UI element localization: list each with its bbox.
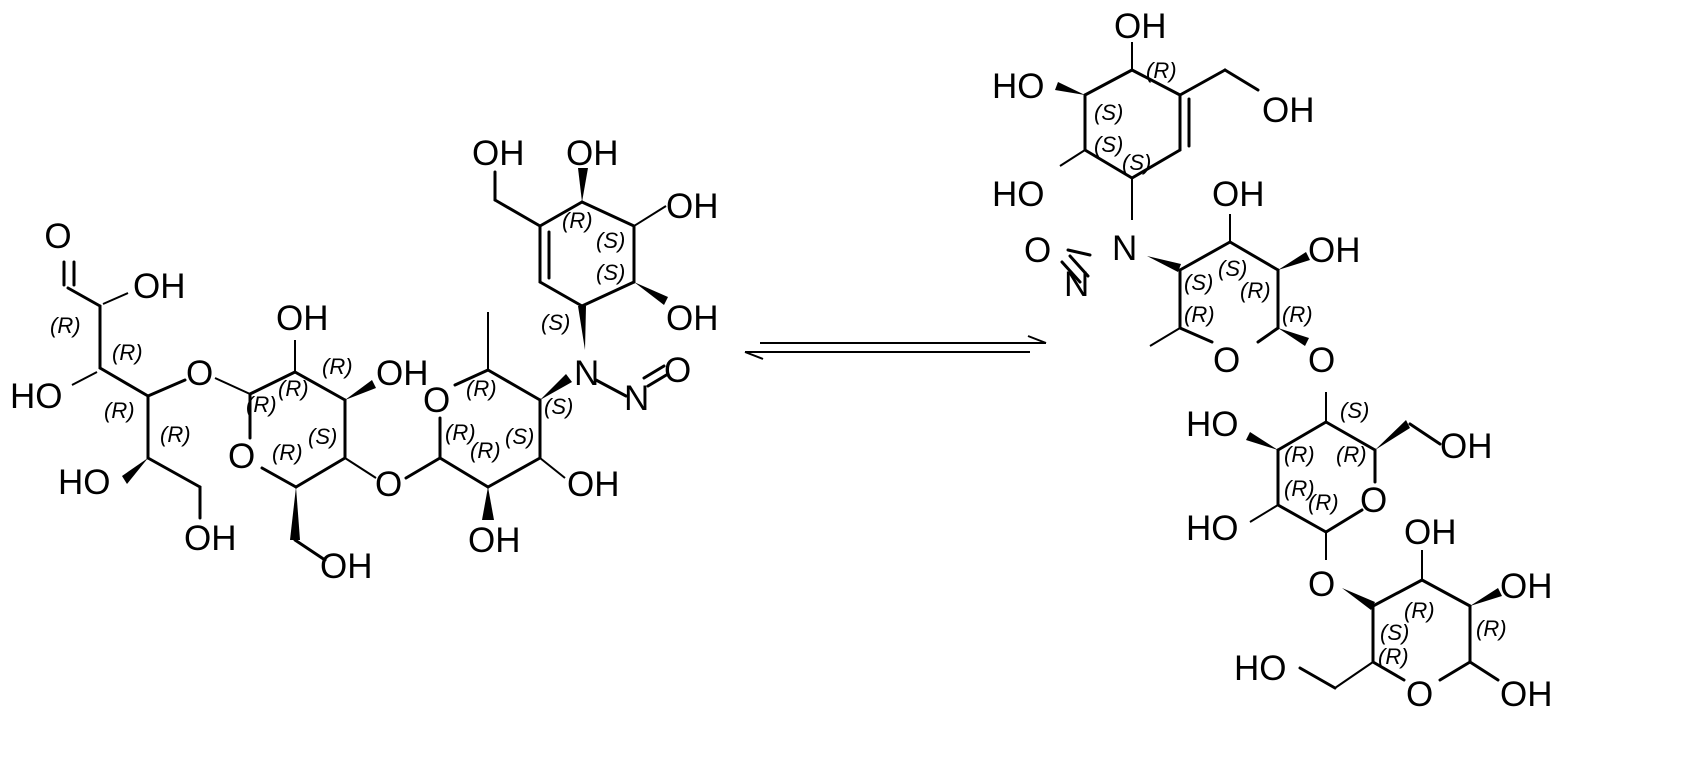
right-stereo-15: (R)	[1404, 598, 1435, 623]
right-nitroso	[1060, 248, 1181, 284]
left-oh-7-label: OH	[320, 547, 373, 586]
left-stereo-17: (S)	[596, 260, 625, 285]
left-oh-11-label: OH	[566, 134, 619, 173]
right-oh-f-label: OH	[1308, 231, 1361, 270]
left-stereo-16: (S)	[596, 228, 625, 253]
left-stereo-1: (R)	[50, 313, 81, 338]
left-nitroso	[594, 364, 670, 398]
right-stereo-12: (R)	[1336, 442, 1367, 467]
right-oh-i-label: HO	[1186, 509, 1239, 548]
left-oh-4-label: OH	[184, 519, 237, 558]
right-stereo-5: (S)	[1184, 270, 1213, 295]
right-oh-m-label: OH	[1500, 675, 1553, 714]
right-oh-l-label: HO	[1234, 649, 1287, 688]
left-stereo-6: (R)	[278, 376, 309, 401]
left-stereo-8: (S)	[308, 424, 337, 449]
right-ring-o-2-label: O	[1360, 481, 1387, 520]
left-stereo-18: (S)	[541, 310, 570, 335]
right-o-link-1-label: O	[1308, 341, 1335, 380]
right-nitroso-o-label: O	[1024, 231, 1051, 270]
right-oh-h-label: OH	[1440, 427, 1493, 466]
left-nitroso-o-label: O	[664, 351, 691, 390]
right-oh-b-label: HO	[992, 67, 1045, 106]
right-stereo-2: (S)	[1094, 100, 1123, 125]
right-n2-label: N	[1064, 265, 1089, 304]
right-pyranose-3	[1298, 550, 1502, 690]
right-pyranose-2	[1246, 392, 1442, 560]
left-n2-label: N	[624, 379, 649, 418]
left-ring-o-2-label: O	[423, 381, 450, 420]
left-oh-10-label: OH	[472, 134, 525, 173]
left-cyclohexene	[493, 168, 668, 350]
right-stereo-17: (R)	[1476, 616, 1507, 641]
left-oh-8-label: OH	[567, 465, 620, 504]
left-oh-13-label: OH	[666, 299, 719, 338]
right-stereo-1: (R)	[1146, 58, 1177, 83]
right-oh-a-label: OH	[1114, 7, 1167, 46]
left-stereo-7: (R)	[322, 354, 353, 379]
right-stereo-4: (S)	[1122, 150, 1151, 175]
right-stereo-14: (R)	[1308, 490, 1339, 515]
right-n-label: N	[1112, 229, 1137, 268]
left-stereo-4: (R)	[160, 422, 191, 447]
left-oh-1-label: OH	[133, 267, 186, 306]
right-stereo-11: (R)	[1284, 442, 1315, 467]
left-stereo-11: (R)	[445, 420, 476, 445]
right-stereo-3: (S)	[1094, 132, 1123, 157]
left-stereo-9: (R)	[272, 440, 303, 465]
right-oh-k-label: OH	[1500, 567, 1553, 606]
left-molecule	[62, 168, 670, 562]
right-stereo-6: (S)	[1218, 256, 1247, 281]
left-oh-3-label: HO	[58, 463, 111, 502]
left-stereo-10: (R)	[466, 376, 497, 401]
right-stereo-18: (R)	[1378, 644, 1409, 669]
right-ring-o-1-label: O	[1213, 341, 1240, 380]
left-o-link-1-label: O	[186, 354, 213, 393]
left-oh-5-label: OH	[276, 299, 329, 338]
right-oh-d-label: HO	[992, 175, 1045, 214]
left-ring-o-1-label: O	[228, 437, 255, 476]
right-stereo-9: (R)	[1282, 302, 1313, 327]
left-oh-12-label: OH	[666, 187, 719, 226]
left-stereo-5: (R)	[246, 392, 277, 417]
equilibrium-arrow	[744, 335, 1047, 360]
left-stereo-3: (R)	[104, 398, 135, 423]
right-oh-j-label: OH	[1404, 513, 1457, 552]
left-stereo-15: (R)	[562, 208, 593, 233]
right-oh-g-label: HO	[1186, 405, 1239, 444]
right-stereo-7: (R)	[1240, 278, 1271, 303]
left-o-link-2-label: O	[375, 465, 402, 504]
right-molecule	[1055, 42, 1502, 690]
left-stereo-14: (S)	[544, 394, 573, 419]
left-stereo-2: (R)	[112, 340, 143, 365]
right-stereo-13: (R)	[1284, 476, 1315, 501]
left-oh-9-label: OH	[468, 521, 521, 560]
right-ring-o-3-label: O	[1406, 675, 1433, 714]
right-stereo-10: (S)	[1340, 398, 1369, 423]
left-stereo-12: (R)	[470, 438, 501, 463]
right-oh-c-label: OH	[1262, 91, 1315, 130]
right-pyranose-1	[1149, 214, 1310, 347]
left-aldehyde-o-label: O	[44, 217, 71, 256]
left-n-label: N	[574, 354, 599, 393]
left-pyranose-1	[214, 340, 377, 562]
right-cyclohexene	[1055, 42, 1260, 220]
left-stereo-13: (S)	[505, 424, 534, 449]
left-open-chain	[62, 260, 202, 520]
left-oh-2-label: HO	[10, 377, 63, 416]
right-stereo-16: (S)	[1380, 620, 1409, 645]
right-stereo-8: (R)	[1184, 302, 1215, 327]
right-o-link-2-label: O	[1308, 565, 1335, 604]
left-pyranose-2	[404, 312, 572, 520]
right-oh-e-label: OH	[1212, 175, 1265, 214]
left-oh-6-label: OH	[376, 354, 429, 393]
